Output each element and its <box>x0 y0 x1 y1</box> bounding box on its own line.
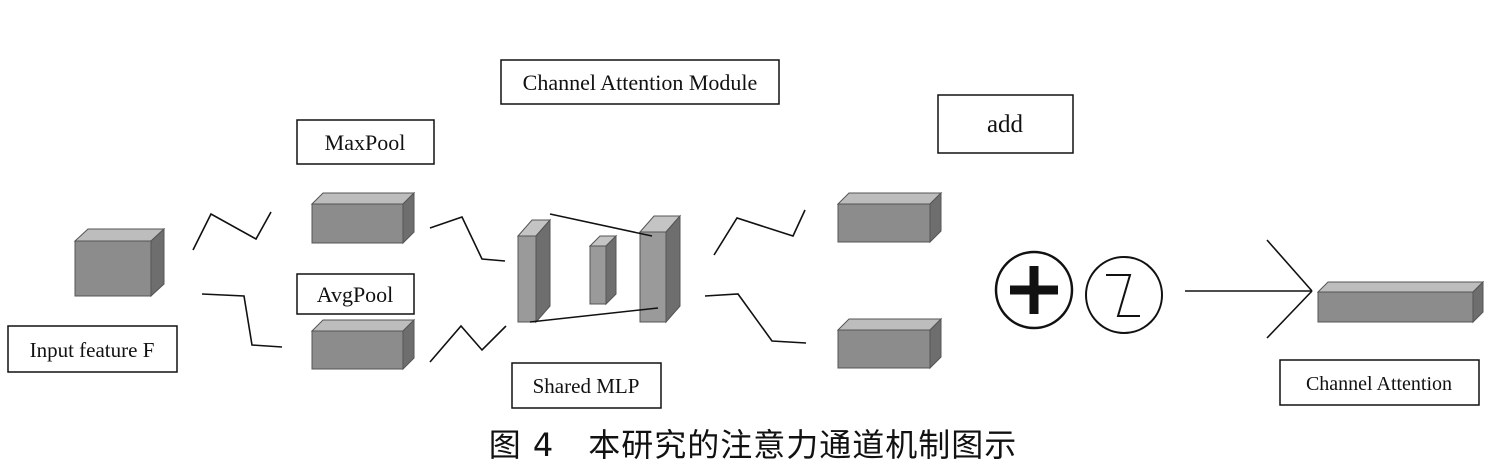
figure-title: 本研究的注意力通道机制图示 <box>588 426 1018 464</box>
connector-mlp-to-avg-output <box>704 293 807 344</box>
connector-input-to-avgpool <box>201 293 283 348</box>
connector-maxpool-to-mlp <box>429 216 506 262</box>
label-shared-mlp: Shared MLP <box>511 362 662 409</box>
connector-mlp-to-max-output <box>713 209 806 256</box>
connector-lines <box>192 209 807 363</box>
output-arrow <box>1185 239 1313 339</box>
figure-caption: 图 4 本研究的注意力通道机制图示 <box>0 420 1500 466</box>
mlp-hidden-layer <box>588 234 618 306</box>
channel-attention-output-block <box>1316 280 1485 324</box>
mlp-output-layer <box>638 214 682 324</box>
svg-text:Input feature F: Input feature F <box>30 338 155 362</box>
svg-text:Channel Attention: Channel Attention <box>1306 373 1452 395</box>
avgpool-block <box>310 318 416 371</box>
label-avgpool: AvgPool <box>296 273 415 315</box>
svg-text:Channel Attention Module: Channel Attention Module <box>523 70 758 95</box>
label-maxpool: MaxPool <box>296 119 435 165</box>
input-feature-block <box>73 227 166 298</box>
label-input-feature: Input feature F <box>7 325 178 373</box>
svg-text:AvgPool: AvgPool <box>317 282 394 307</box>
sigmoid-operator-icon <box>1085 256 1163 334</box>
label-channel-attention-module: Channel Attention Module <box>500 59 780 105</box>
add-operator-icon <box>994 250 1074 330</box>
label-add: add <box>937 94 1074 154</box>
maxpool-block <box>310 191 416 245</box>
connector-input-to-maxpool <box>192 211 272 251</box>
svg-text:MaxPool: MaxPool <box>325 130 406 155</box>
label-channel-attention: Channel Attention <box>1279 359 1480 406</box>
avg-output-block <box>836 317 943 370</box>
connector-avgpool-to-mlp <box>429 324 507 363</box>
mlp-connection-lines <box>529 213 659 323</box>
attention-diagram: Channel Attention Module MaxPool AvgPool… <box>7 59 1485 409</box>
svg-text:Shared MLP: Shared MLP <box>533 374 640 398</box>
mlp-input-layer <box>516 218 552 324</box>
figure-number: 图 4 <box>488 426 555 464</box>
svg-text:add: add <box>987 111 1024 138</box>
max-output-block <box>836 191 943 244</box>
